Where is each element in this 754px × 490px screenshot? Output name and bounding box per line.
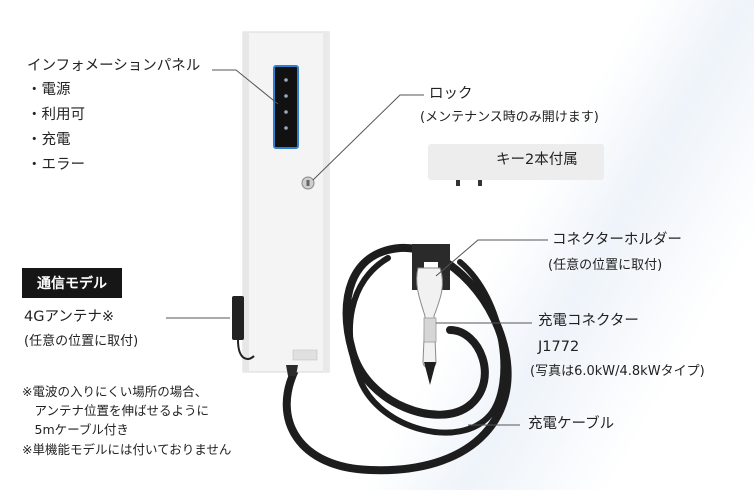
holder-note: (任意の位置に取付) bbox=[548, 258, 663, 273]
keys-label: キー2本付属 bbox=[496, 152, 578, 168]
info-panel-item-charging: ・充電 bbox=[27, 132, 71, 148]
info-panel-item-power: ・電源 bbox=[27, 82, 71, 98]
lock-title: ロック bbox=[429, 86, 473, 102]
lock-cylinder bbox=[301, 176, 315, 190]
footnote-2: アンテナ位置を伸ばせるように bbox=[22, 403, 210, 418]
info-panel-item-available: ・利用可 bbox=[27, 107, 85, 123]
keys-panel bbox=[428, 144, 604, 180]
info-panel-title: インフォメーションパネル bbox=[27, 58, 201, 74]
comm-model-badge: 通信モデル bbox=[22, 268, 122, 298]
information-panel bbox=[273, 65, 299, 149]
charging-cable bbox=[282, 243, 512, 475]
cable-gland bbox=[286, 365, 298, 376]
footnote-1: ※電波の入りにくい場所の場合、 bbox=[22, 384, 208, 399]
unit-label bbox=[292, 349, 318, 361]
leader-lines bbox=[166, 69, 548, 426]
connector-title: 充電コネクター bbox=[538, 313, 639, 329]
connector-model: J1772 bbox=[538, 339, 580, 355]
antenna-note: (任意の位置に取付) bbox=[24, 334, 139, 349]
footnote-4: ※単機能モデルには付いておりません bbox=[22, 442, 232, 457]
lock-note: (メンテナンス時のみ開けます) bbox=[420, 110, 599, 125]
cable-title: 充電ケーブル bbox=[528, 416, 615, 432]
antenna-label: 4Gアンテナ※ bbox=[24, 309, 115, 325]
charging-connector bbox=[416, 267, 443, 385]
connector-note: (写真は6.0kW/4.8kWタイプ) bbox=[530, 364, 705, 379]
holder-title: コネクターホルダー bbox=[552, 232, 682, 248]
footnote-3: 5mケーブル付き bbox=[22, 422, 129, 437]
antenna-4g bbox=[232, 296, 255, 360]
info-panel-item-error: ・エラー bbox=[27, 157, 85, 173]
